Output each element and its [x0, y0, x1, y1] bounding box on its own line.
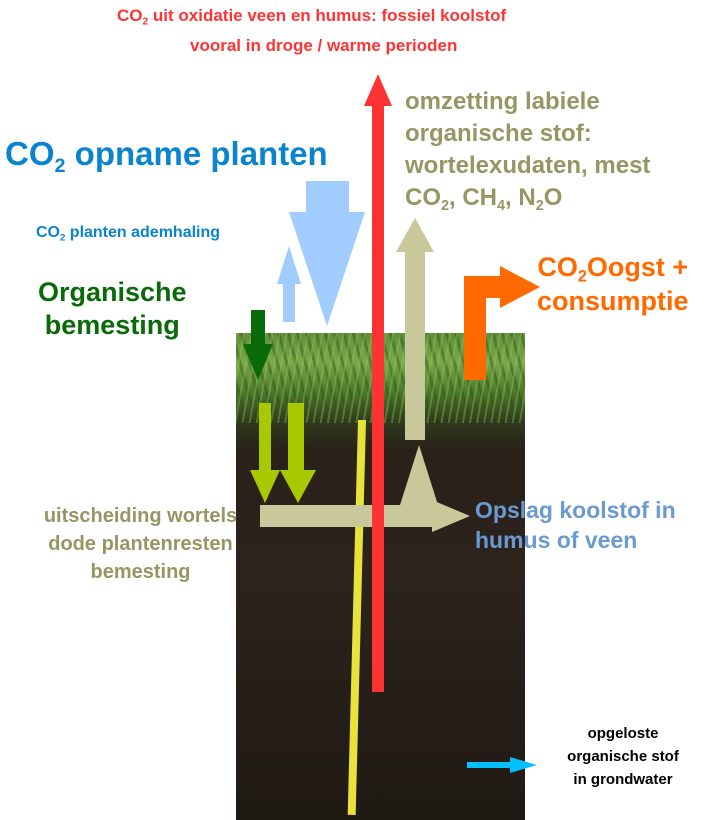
storage-label: Opslag koolstof in humus of veen: [475, 497, 676, 553]
harvest-arrow: [464, 266, 540, 380]
oxidation-label: CO2 uit oxidatie veen en humus: fossiel …: [117, 6, 507, 28]
oxidation-arrow: [364, 74, 392, 692]
respiration-arrow: [277, 246, 301, 322]
inputs-label: uitscheiding wortels dode plantenresten …: [43, 505, 238, 583]
storage-up-arrow: [400, 445, 438, 505]
dissolved-organic-label: opgeloste organische stof in grondwater: [567, 725, 679, 788]
respiration-label: CO2 planten ademhaling: [36, 224, 221, 244]
uptake-label: CO2 opname planten: [5, 135, 328, 177]
groundwater-arrow: [467, 757, 537, 773]
storage-arrow: [260, 500, 470, 532]
organic-fertilization-arrow: [243, 310, 273, 380]
gas-formulas: CO2, CH4, N2O: [405, 184, 563, 215]
root-input-arrows: [250, 403, 316, 503]
uptake-arrow: [289, 181, 365, 326]
harvest-label: CO2Oogst + consumptie: [537, 252, 689, 316]
conversion-label: omzetting labiele organische stof: worte…: [405, 88, 651, 215]
oxidation-label-line2: vooral in droge / warme perioden: [190, 36, 458, 55]
conversion-up-arrow: [396, 218, 434, 440]
